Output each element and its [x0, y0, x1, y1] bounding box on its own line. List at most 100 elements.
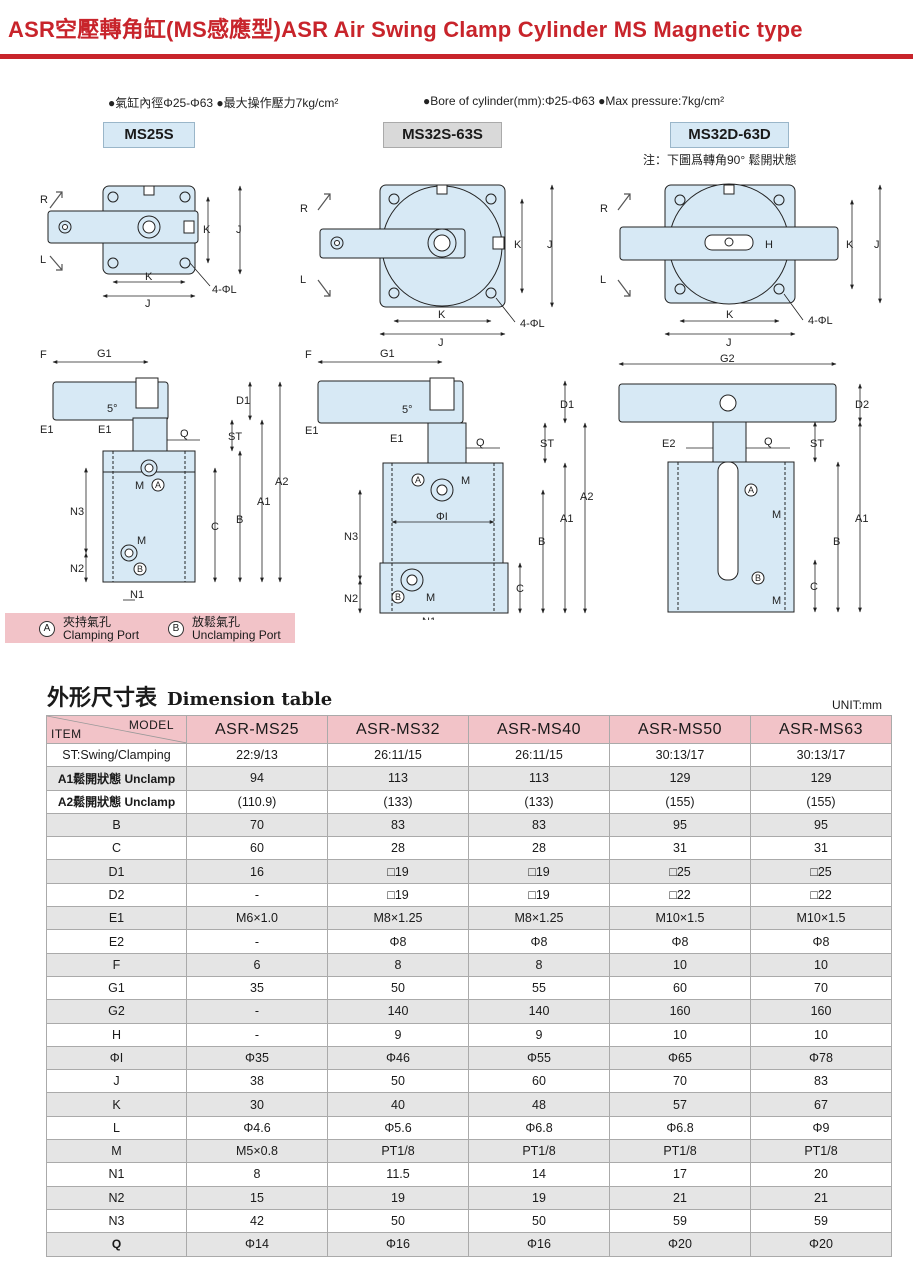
table-cell: 10: [609, 952, 751, 977]
table-cell: 60: [609, 975, 751, 1001]
rotation-arrows: [49, 191, 631, 297]
table-cell: -: [186, 882, 328, 908]
label-g1: G1: [97, 348, 112, 360]
table-cell: 113: [468, 766, 610, 791]
table-cell: 16: [186, 859, 328, 884]
table-cell: 83: [468, 812, 610, 838]
table-cell: Φ6.8: [609, 1115, 751, 1141]
table-cell: 50: [468, 1208, 610, 1234]
table-cell: 67: [750, 1092, 892, 1117]
table-cell: 8: [327, 952, 469, 977]
table-cell: Φ16: [468, 1232, 610, 1257]
label-j-3: J: [726, 337, 732, 349]
table-cell: PT1/8: [468, 1139, 610, 1164]
ms25s-top-view: [47, 185, 199, 275]
label-b-3: B: [833, 536, 840, 548]
label-r-3: R: [600, 203, 608, 215]
label-d2: D2: [855, 399, 869, 411]
label-e1b-2: E1: [390, 433, 403, 445]
label-j-v-2: J: [547, 239, 553, 251]
table-cell: 19: [327, 1185, 469, 1210]
table-cell: 15: [186, 1185, 328, 1210]
table-cell: Φ55: [468, 1045, 610, 1071]
table-cell: 70: [186, 812, 328, 838]
port-a-3: A: [748, 485, 754, 495]
row-item-label: M: [46, 1139, 187, 1164]
table-cell: 40: [327, 1092, 469, 1117]
table-cell: PT1/8: [327, 1139, 469, 1164]
table-cell: 94: [186, 766, 328, 791]
table-cell: 28: [327, 836, 469, 861]
row-item-label: E2: [46, 929, 187, 954]
label-n3: N3: [70, 506, 84, 518]
label-e1: E1: [40, 424, 53, 436]
table-cell: (133): [468, 789, 610, 814]
table-cell: Φ65: [609, 1045, 751, 1071]
table-cell: 57: [609, 1092, 751, 1117]
table-cell: 20: [750, 1162, 892, 1187]
table-cell: (133): [327, 789, 469, 814]
table-cell: 35: [186, 975, 328, 1001]
label-r: R: [40, 194, 48, 206]
label-l-2: L: [300, 274, 306, 286]
column-header: ASR-MS50: [609, 715, 751, 744]
table-cell: 21: [609, 1185, 751, 1210]
label-g1-2: G1: [380, 348, 395, 360]
table-cell: 95: [750, 812, 892, 838]
label-h-3: H: [765, 239, 773, 251]
label-n1: N1: [130, 589, 144, 601]
table-cell: Φ46: [327, 1045, 469, 1071]
label-st-2: ST: [540, 438, 554, 450]
table-cell: M8×1.25: [468, 906, 610, 931]
table-cell: 38: [186, 1069, 328, 1094]
table-cell: 55: [468, 975, 610, 1001]
table-cell: 19: [468, 1185, 610, 1210]
clamping-port-symbol: A: [39, 621, 55, 637]
row-item-label: D1: [46, 859, 187, 884]
table-cell: -: [186, 1022, 328, 1047]
port-b-1: B: [137, 564, 143, 574]
ms32d-top-view: [619, 183, 839, 305]
table-cell: 70: [609, 1069, 751, 1094]
label-n1-2: N1: [422, 616, 436, 620]
table-cell: 50: [327, 1069, 469, 1094]
table-cell: 31: [750, 836, 892, 861]
row-item-label: N1: [46, 1162, 187, 1187]
label-e2: E2: [662, 438, 675, 450]
table-cell: 10: [750, 952, 892, 977]
port-legend: A 夾持氣孔 Clamping Port B 放鬆氣孔 Unclamping P…: [5, 613, 295, 643]
label-n2-2: N2: [344, 593, 358, 605]
table-cell: 160: [609, 999, 751, 1024]
label-c-3: C: [810, 581, 818, 593]
table-cell: Φ9: [750, 1115, 892, 1141]
label-st: ST: [228, 431, 242, 443]
table-cell: (110.9): [186, 789, 328, 814]
label-a2-2: A2: [580, 491, 593, 503]
table-cell: 160: [750, 999, 892, 1024]
table-cell: Φ8: [609, 929, 751, 954]
table-cell: M10×1.5: [750, 906, 892, 931]
table-cell: 8: [468, 952, 610, 977]
page-title: ASR空壓轉角缸(MS感應型)ASR Air Swing Clamp Cylin…: [8, 17, 803, 42]
table-cell: □22: [609, 882, 751, 908]
label-e1-2: E1: [305, 425, 318, 437]
table-cell: -: [186, 999, 328, 1024]
table-cell: (155): [750, 789, 892, 814]
label-d1: D1: [236, 395, 250, 407]
column-header: ASR-MS63: [750, 715, 892, 744]
technical-drawings: R L K J K J 4-ΦL R L K J K J 4-ΦL R L K …: [40, 183, 882, 620]
table-cell: □19: [468, 882, 610, 908]
label-r-2: R: [300, 203, 308, 215]
spec-text-en: ●Bore of cylinder(mm):Φ25-Φ63 ●Max press…: [423, 94, 725, 108]
row-item-label: H: [46, 1022, 187, 1047]
table-cell: M8×1.25: [327, 906, 469, 931]
table-cell: Φ14: [186, 1232, 328, 1257]
